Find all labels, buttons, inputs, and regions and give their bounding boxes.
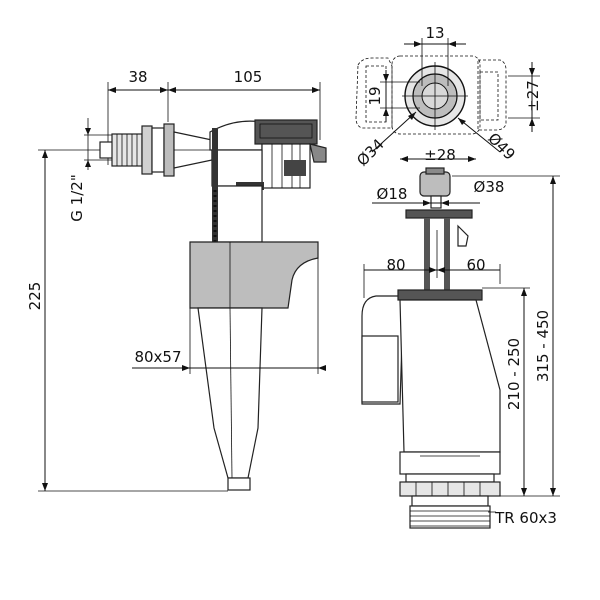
arrow — [85, 128, 91, 135]
arrow — [318, 365, 326, 371]
inlet-threads — [116, 134, 138, 166]
rod-clip — [457, 224, 469, 247]
d34-leader — [371, 111, 417, 153]
dim-range1-label: 210 - 250 — [505, 338, 523, 410]
drain-collar — [399, 451, 501, 475]
dim-80x57-label: 80x57 — [134, 348, 181, 366]
drain-valve-drawing: ±28 Ø18 Ø38 80 60 — [361, 146, 560, 529]
drain-body — [399, 299, 501, 453]
lower-center — [229, 307, 233, 479]
d38-label: Ø38 — [474, 178, 505, 196]
arrow — [408, 112, 416, 120]
top-view-right-inner — [479, 71, 499, 121]
arrow — [160, 87, 168, 93]
arrow — [182, 365, 190, 371]
inlet-collar — [151, 127, 165, 173]
arrow — [383, 74, 389, 82]
dim-13-label: 13 — [425, 24, 444, 42]
thread-label: G 1/2" — [68, 174, 86, 221]
arrow — [42, 150, 48, 158]
arrow — [42, 483, 48, 491]
valve-foot — [227, 477, 251, 491]
inlet-flange — [141, 125, 153, 175]
dim-225-label: 225 — [26, 282, 44, 311]
base-ring — [405, 473, 495, 483]
d18-label: Ø18 — [377, 185, 408, 203]
float-body — [189, 241, 319, 309]
arrow — [529, 68, 535, 76]
thread-stub-lines — [410, 510, 490, 527]
arrow — [441, 200, 449, 206]
arrow — [85, 160, 91, 167]
d49-label: Ø49 — [484, 129, 519, 164]
arrow — [168, 87, 176, 93]
dim-range2-label: 315 - 450 — [534, 310, 552, 382]
arrow — [400, 156, 408, 162]
valve-arm-inner — [259, 123, 313, 139]
dim-28-label: ±28 — [424, 146, 456, 164]
base-nut-lines — [415, 482, 481, 496]
float-ring — [397, 289, 483, 301]
top-view-frame — [391, 55, 481, 135]
cage-block — [284, 160, 306, 176]
arrow — [529, 118, 535, 126]
dim-105-label: 105 — [234, 68, 263, 86]
overflow-block — [361, 335, 399, 403]
valve-clip — [309, 143, 327, 163]
valve-arm — [254, 119, 318, 145]
arrow — [521, 288, 527, 296]
top-plate — [405, 209, 473, 219]
arrow — [414, 41, 422, 47]
thread-stub — [409, 505, 491, 529]
fill-valve-drawing: 38 105 G 1/2" 225 — [26, 68, 327, 492]
button-stem — [430, 195, 442, 209]
dim-60-label: 60 — [466, 256, 485, 274]
dim-27-label: ±27 — [524, 80, 542, 112]
arrow — [521, 488, 527, 496]
arrow — [437, 267, 445, 273]
arrow — [550, 488, 556, 496]
arrow — [468, 156, 476, 162]
arrow — [458, 118, 466, 125]
arrow — [550, 176, 556, 184]
d49-leader — [457, 117, 501, 153]
base-nut — [399, 481, 501, 497]
top-view-right-lug — [477, 59, 507, 131]
dim-19-label: 19 — [366, 86, 384, 105]
gasket — [411, 495, 489, 507]
push-button-cap — [425, 167, 445, 175]
push-button — [419, 171, 451, 197]
arrow — [429, 267, 437, 273]
dim-38-label: 38 — [128, 68, 147, 86]
arrow — [108, 87, 116, 93]
d34-label: Ø34 — [353, 135, 388, 170]
tr-label: TR 60x3 — [494, 509, 557, 527]
arrow — [383, 108, 389, 116]
arrow — [312, 87, 320, 93]
arrow — [448, 41, 456, 47]
valve-shaft-upper — [215, 185, 263, 243]
valve-housing — [211, 149, 263, 187]
inlet-washer — [163, 123, 175, 177]
arrow — [423, 200, 431, 206]
dim-80-label: 80 — [386, 256, 405, 274]
